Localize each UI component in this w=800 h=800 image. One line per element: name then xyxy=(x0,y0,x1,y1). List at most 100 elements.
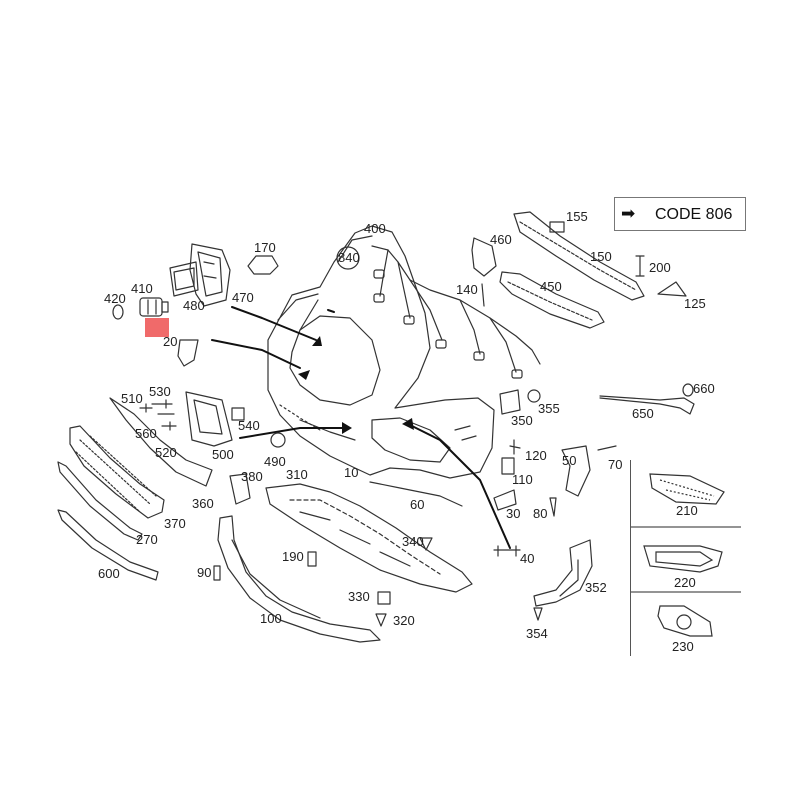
part-650-trim-strip xyxy=(599,395,695,415)
part-30-cap xyxy=(493,489,517,511)
part-450-grille xyxy=(499,271,605,329)
part-label-470: 470 xyxy=(232,290,254,305)
part-label-210: 210 xyxy=(676,503,698,518)
part-420-washer xyxy=(112,304,124,320)
part-label-60: 60 xyxy=(410,497,425,512)
part-340-bolt xyxy=(419,537,433,551)
part-label-110: 110 xyxy=(512,472,533,487)
part-470-bracket xyxy=(189,243,231,307)
part-label-410: 410 xyxy=(131,281,153,296)
part-label-90: 90 xyxy=(197,565,212,580)
part-410-sensor xyxy=(139,297,169,317)
part-210-mesh xyxy=(649,473,725,505)
part-490-sensor xyxy=(270,432,286,448)
part-540-nut xyxy=(231,407,245,421)
part-110-connector xyxy=(501,457,515,475)
arrow-head-4 xyxy=(402,418,414,430)
part-230-fog-frame xyxy=(657,605,713,637)
inset-panel xyxy=(630,460,742,656)
part-label-352: 352 xyxy=(585,580,607,595)
part-50-bracket xyxy=(561,445,591,497)
part-70-bolt xyxy=(597,445,617,451)
part-400-wiring-harness xyxy=(371,245,541,379)
part-label-310: 310 xyxy=(286,467,308,482)
part-label-155: 155 xyxy=(566,209,588,224)
part-520-screw xyxy=(161,421,177,431)
code-label: CODE 806 xyxy=(655,206,733,223)
inset-fog-parts xyxy=(630,473,741,637)
part-330-clip xyxy=(377,591,391,605)
part-label-230: 230 xyxy=(672,639,694,654)
part-label-354: 354 xyxy=(526,626,548,641)
part-label-650: 650 xyxy=(632,406,654,421)
part-100-spoiler xyxy=(217,515,381,643)
part-60-strip xyxy=(369,481,463,507)
part-label-200: 200 xyxy=(649,260,671,275)
part-370-mesh-grille xyxy=(69,425,165,519)
part-170-emblem xyxy=(247,255,279,275)
part-label-420: 420 xyxy=(104,291,126,306)
part-480-radar xyxy=(169,261,199,297)
part-352-bracket xyxy=(533,539,593,607)
part-label-520: 520 xyxy=(155,445,177,460)
part-label-350: 350 xyxy=(511,413,533,428)
part-600-strip xyxy=(57,509,159,581)
part-label-140: 140 xyxy=(456,282,478,297)
part-label-10: 10 xyxy=(344,465,359,480)
part-label-660: 660 xyxy=(693,381,715,396)
part-20-bracket xyxy=(177,339,199,367)
part-label-600: 600 xyxy=(98,566,120,581)
part-500-license-bracket xyxy=(185,391,233,447)
part-label-20: 20 xyxy=(163,334,178,349)
part-840-circle xyxy=(336,246,360,270)
part-label-360: 360 xyxy=(192,496,214,511)
part-140-pin xyxy=(481,283,485,307)
part-label-480: 480 xyxy=(183,298,205,313)
arrow-head-2 xyxy=(298,370,310,380)
part-label-40: 40 xyxy=(520,551,535,566)
part-label-510: 510 xyxy=(121,391,143,406)
arrow-icon: ➡ xyxy=(621,204,636,224)
part-label-125: 125 xyxy=(684,296,706,311)
part-360-frame xyxy=(109,397,213,487)
part-label-400: 400 xyxy=(364,221,386,236)
part-label-320: 320 xyxy=(393,613,415,628)
part-label-50: 50 xyxy=(562,453,577,468)
part-label-100: 100 xyxy=(260,611,282,626)
part-530-screw xyxy=(151,399,173,409)
part-label-330: 330 xyxy=(348,589,370,604)
part-80-bolt xyxy=(549,497,557,517)
part-label-70: 70 xyxy=(608,457,623,472)
part-label-120: 120 xyxy=(525,448,547,463)
part-label-490: 490 xyxy=(264,454,286,469)
part-label-220: 220 xyxy=(674,575,696,590)
part-label-30: 30 xyxy=(506,506,521,521)
part-label-540: 540 xyxy=(238,418,260,433)
part-label-355: 355 xyxy=(538,401,560,416)
arrow-head-3 xyxy=(342,422,352,434)
part-label-500: 500 xyxy=(212,447,234,462)
part-label-340: 340 xyxy=(402,534,424,549)
part-label-560: 560 xyxy=(135,426,157,441)
arrow-head-1 xyxy=(312,336,322,346)
part-label-170: 170 xyxy=(254,240,276,255)
part-350-bracket xyxy=(499,389,521,415)
part-label-840: 840 xyxy=(338,250,360,265)
part-660-clip xyxy=(682,383,694,397)
part-510-screw xyxy=(139,403,153,413)
part-label-450: 450 xyxy=(540,279,562,294)
part-label-530: 530 xyxy=(149,384,171,399)
part-460-bracket xyxy=(471,237,497,277)
part-200-bolt xyxy=(635,255,645,277)
part-40-clip xyxy=(493,545,521,557)
part-310-undertray xyxy=(265,483,473,593)
part-label-460: 460 xyxy=(490,232,512,247)
part-220-fog-bezel xyxy=(643,545,723,573)
part-320-screw xyxy=(375,613,387,627)
code-legend: ➡ CODE 806 xyxy=(614,197,746,231)
part-label-270: 270 xyxy=(136,532,158,547)
highlight-marker xyxy=(145,318,169,337)
part-190-clip xyxy=(307,551,317,567)
part-125-trim xyxy=(657,281,687,297)
